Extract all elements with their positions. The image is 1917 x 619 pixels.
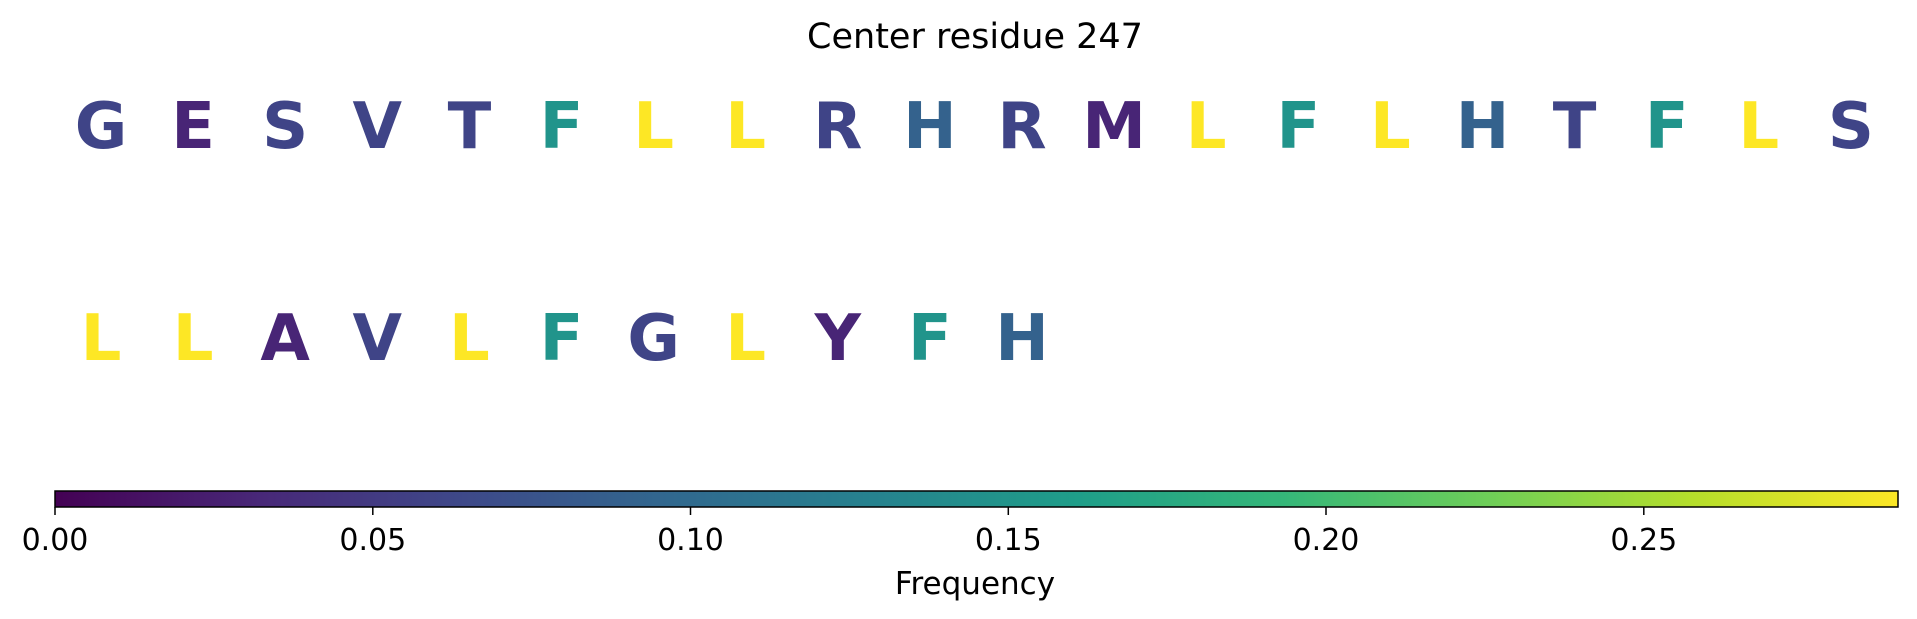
residue-letter: R (813, 90, 862, 164)
colorbar-tick-label: 0.25 (1610, 523, 1677, 558)
residue-letter: M (1082, 90, 1146, 164)
colorbar-gradient-bar (54, 490, 1899, 508)
residue-letter: F (540, 90, 584, 164)
residue-letter: L (1370, 90, 1411, 164)
residue-letter: E (171, 90, 215, 164)
residue-letter: A (260, 302, 310, 376)
residue-letter: R (997, 90, 1046, 164)
colorbar-tick-label: 0.00 (22, 523, 89, 558)
residue-letter: F (540, 302, 584, 376)
colorbar-ticks: 0.00 0.05 0.10 0.15 0.20 0.25 (22, 507, 1677, 558)
residue-letter: F (1276, 90, 1320, 164)
residue-letter: G (627, 302, 680, 376)
residue-letter: H (995, 302, 1049, 376)
colorbar: 0.00 0.05 0.10 0.15 0.20 0.25 Frequency (22, 490, 1899, 602)
residue-letter: L (725, 302, 766, 376)
residue-letter: S (262, 90, 308, 164)
residue-letter: L (449, 302, 490, 376)
residue-letter: F (1645, 90, 1689, 164)
colorbar-tick-label: 0.20 (1293, 523, 1360, 558)
residue-letter: L (633, 90, 674, 164)
residue-letter: L (173, 302, 214, 376)
residue-letter: H (903, 90, 957, 164)
residue-letter: V (353, 90, 403, 164)
residue-letter: T (448, 90, 492, 164)
residue-letter: F (908, 302, 952, 376)
residue-letter: V (353, 302, 403, 376)
colorbar-tick-label: 0.05 (339, 523, 406, 558)
residue-letter: Y (814, 302, 862, 376)
colorbar-tick-label: 0.10 (657, 523, 724, 558)
residue-letter: L (81, 302, 122, 376)
residue-letter: L (725, 90, 766, 164)
residue-letter: T (1553, 90, 1597, 164)
residue-letter: G (75, 90, 128, 164)
colorbar-tick-label: 0.15 (975, 523, 1042, 558)
residue-letter: L (1186, 90, 1227, 164)
residue-letter: L (1738, 90, 1779, 164)
residue-letter: H (1456, 90, 1510, 164)
colorbar-label: Frequency (895, 566, 1055, 602)
residue-letter: S (1828, 90, 1874, 164)
chart-title: Center residue 247 (807, 17, 1143, 57)
